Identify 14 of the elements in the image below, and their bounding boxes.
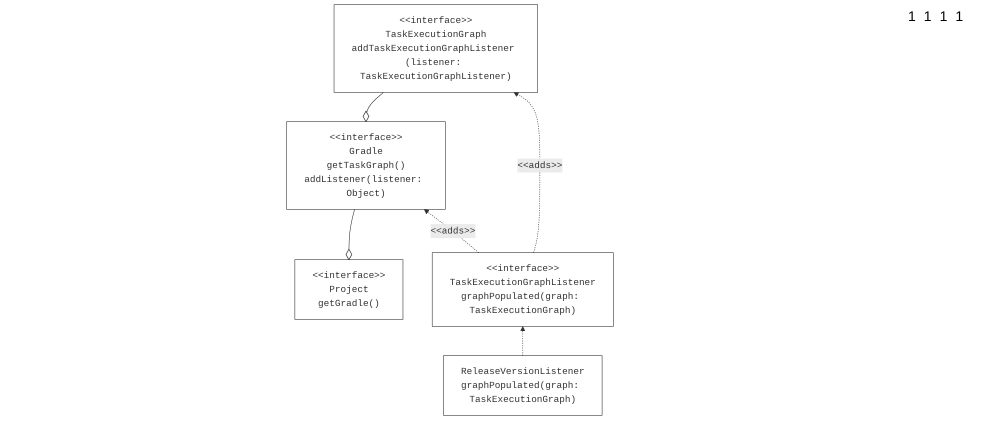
edge-label: <<adds>> [430,226,476,236]
arrow [520,326,526,356]
arrow [424,209,480,253]
multiplicity-label: 1 [924,8,932,24]
multiplicity-label: 1 [955,8,964,24]
node-box: <<interface>> TaskExecutionGraph addTaskExecutionGraphListener (listener: TaskExecutionGraphListener) [334,4,538,93]
node-box: <<interface>> TaskExecutionGraphListener graphPopulated(graph: TaskExecutionGraph) [432,252,614,327]
multiplicity-label: 1 [908,8,916,24]
edge-label: <<adds>> [517,160,562,171]
node-box: ReleaseVersionListener graphPopulated(graph: TaskExecutionGraph) [443,355,602,416]
multiplicity-label: 1 [940,8,948,24]
node-box: <<interface>> Gradle getTaskGraph() addListener(listener: Object) [286,121,446,210]
arrow [514,92,540,253]
node-box: <<interface>> Project getGradle() [294,259,404,320]
